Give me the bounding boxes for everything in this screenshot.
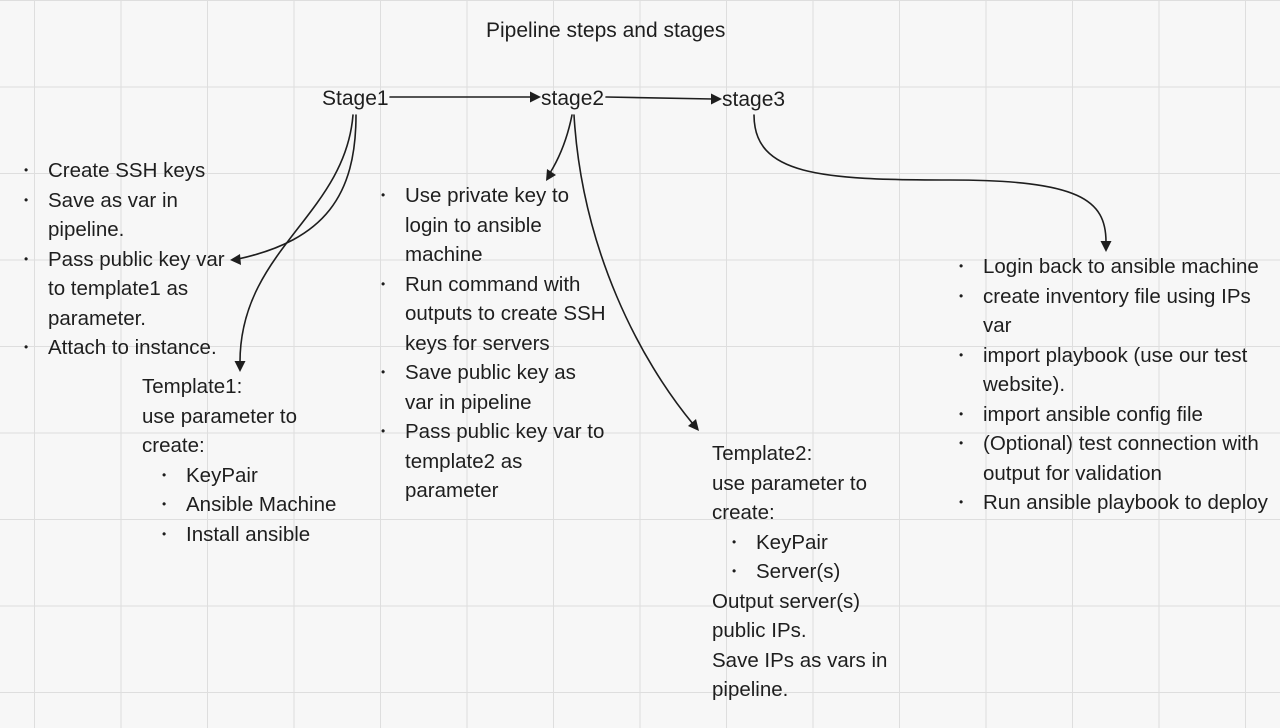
arrow-stage1-to-template1 [239,114,354,363]
list-item: Run command with outputs to create SSH k… [381,270,606,359]
template2-block: Template2: use parameter to create: KeyP… [712,439,912,705]
list-item: Run ansible playbook to deploy [959,488,1277,518]
list-item: create inventory file using IPs var [959,282,1277,341]
arrow-stage3-to-list [753,114,1107,243]
diagram-title: Pipeline steps and stages [486,19,726,42]
list-item: Create SSH keys [24,156,244,186]
arrowhead-stage2-to-template2 [688,419,699,431]
list-item: KeyPair [732,528,912,558]
arrowhead-stage1-to-template1 [234,361,246,372]
list-item: Use private key to login to ansible mach… [381,181,606,270]
list-item: (Optional) test connection with output f… [959,429,1277,488]
arrow-stage2-to-stage3 [605,96,714,100]
template2-output-note: Output server(s) public IPs. [712,589,861,643]
template2-description: use parameter to create: [712,471,867,525]
list-item: KeyPair [162,461,342,491]
list-item: Install ansible [162,520,342,550]
arrow-stage2-to-template2 [573,114,694,425]
list-item: Ansible Machine [162,490,342,520]
template1-description: use parameter to create: [142,404,297,458]
arrowhead-stage3-to-list [1100,241,1112,252]
stage3-task-list: Login back to ansible machine create inv… [959,252,1277,518]
template2-heading: Template2: [712,442,813,465]
stage2-task-list: Use private key to login to ansible mach… [381,181,606,506]
list-item: Pass public key var to template2 as para… [381,417,606,506]
list-item: Server(s) [732,557,912,587]
list-item: Pass public key var to template1 as para… [24,245,244,334]
template2-save-note: Save IPs as vars in pipeline. [712,648,888,702]
stage3-label: stage3 [722,88,786,111]
list-item: Attach to instance. [24,333,244,363]
list-item: import playbook (use our test website). [959,341,1277,400]
template1-resource-list: KeyPair Ansible Machine Install ansible [162,461,342,550]
stage2-label: stage2 [541,87,605,110]
list-item: import ansible config file [959,400,1277,430]
template2-resource-list: KeyPair Server(s) [732,528,912,587]
list-item: Save as var in pipeline. [24,186,244,245]
arrow-stage2-to-list [549,114,573,174]
template1-block: Template1: use parameter to create: KeyP… [142,372,342,549]
list-item: Login back to ansible machine [959,252,1277,282]
arrow-stage1-to-list [237,114,357,260]
arrowhead-stage1-to-stage2 [530,91,541,103]
arrowhead-stage2-to-stage3 [711,93,722,105]
stage1-label: Stage1 [322,87,389,110]
template1-heading: Template1: [142,375,243,398]
stage1-task-list: Create SSH keys Save as var in pipeline.… [24,156,244,363]
list-item: Save public key as var in pipeline [381,358,606,417]
arrowhead-stage2-to-list [546,169,556,181]
